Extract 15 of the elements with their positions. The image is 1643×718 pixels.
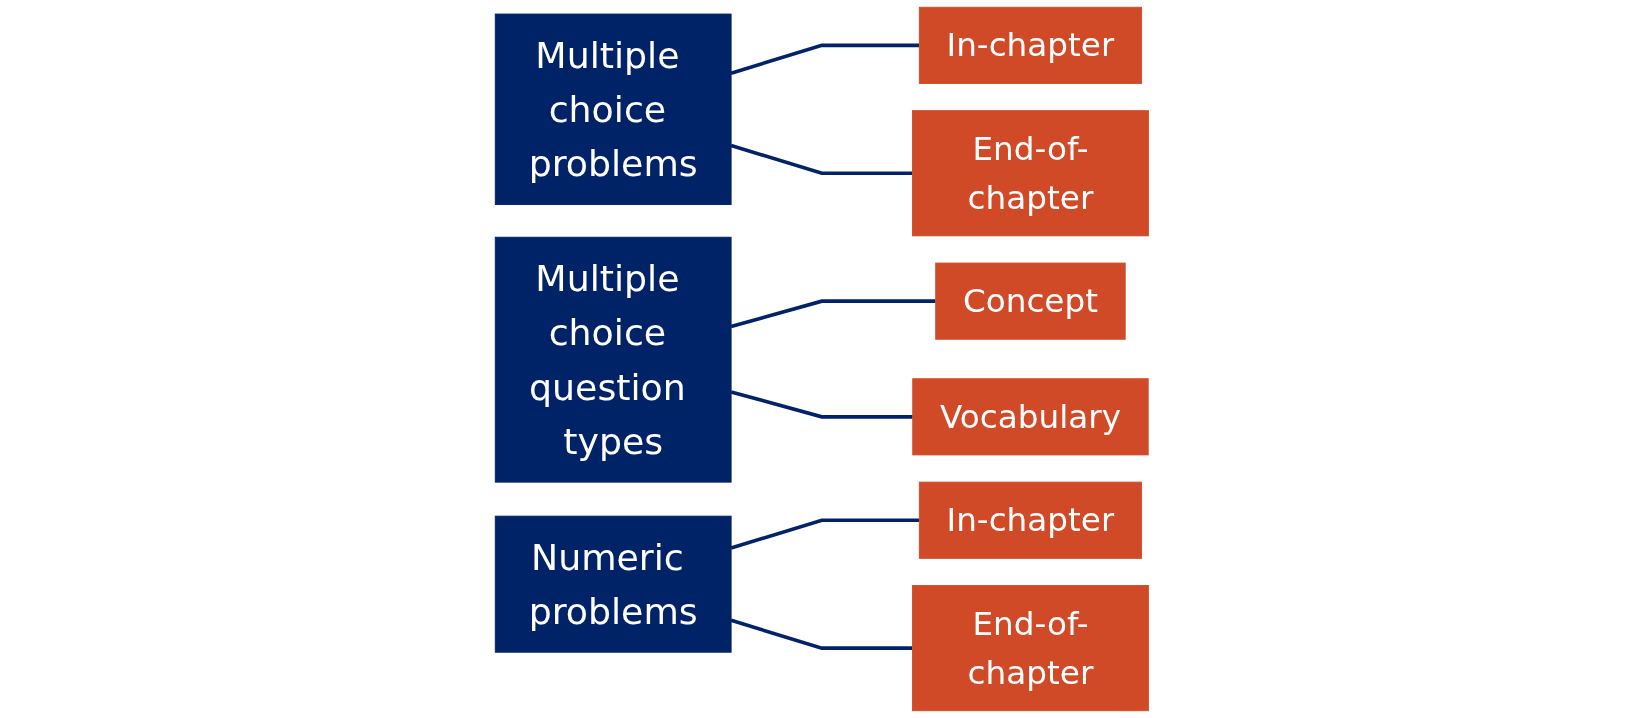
node-box: In-chapter xyxy=(918,481,1142,559)
node-box: Vocabulary xyxy=(911,378,1149,456)
connector xyxy=(730,618,913,650)
connector xyxy=(730,43,919,75)
node-box: End-of-chapter xyxy=(911,585,1149,712)
node-box: In-chapter xyxy=(918,6,1142,84)
connector xyxy=(730,143,913,176)
node-box: Multiple choice problems xyxy=(494,13,732,205)
node-box: Numeric problems xyxy=(494,515,732,653)
node-box: End-of-chapter xyxy=(911,110,1149,237)
connector xyxy=(730,390,913,419)
node-box: Multiple choice question types xyxy=(494,236,732,483)
connector xyxy=(730,299,936,329)
node-box: Concept xyxy=(934,262,1126,340)
connector xyxy=(730,518,919,550)
